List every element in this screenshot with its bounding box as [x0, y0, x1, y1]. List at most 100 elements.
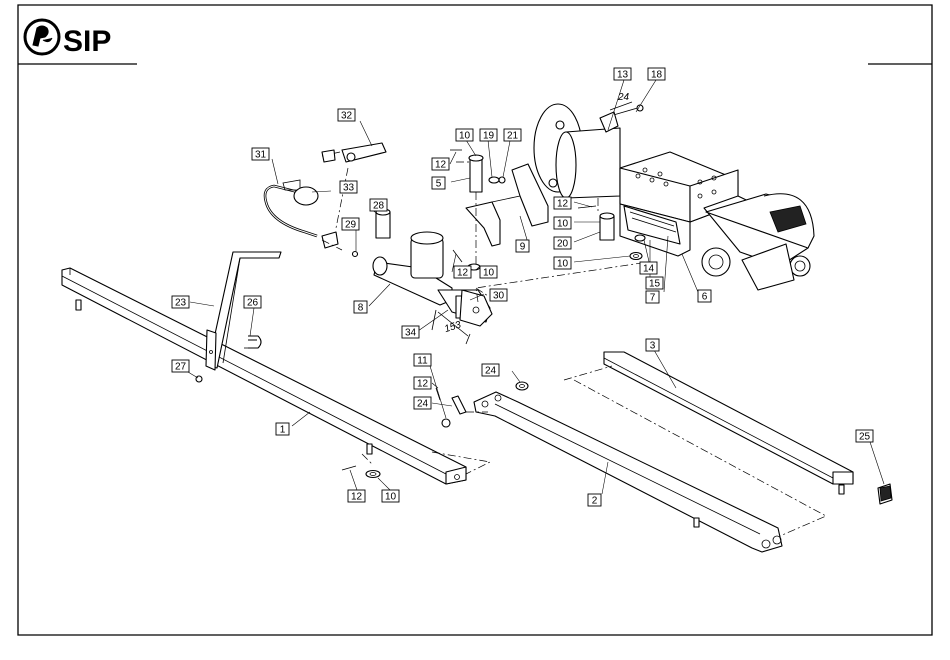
callout-number: 10 — [557, 259, 569, 270]
callout-number: 9 — [520, 242, 526, 253]
callout-27: 27 — [172, 360, 189, 373]
callout-number: 24 — [485, 366, 497, 377]
callout-number: 27 — [175, 362, 187, 373]
callout-number: 10 — [459, 131, 471, 142]
part-1-main-beam — [62, 268, 466, 484]
callout-number: 20 — [557, 239, 569, 250]
callout-29: 29 — [342, 218, 359, 231]
coupling-rear-unit — [702, 194, 814, 290]
callout-6: 6 — [698, 290, 711, 303]
callout-21: 21 — [504, 129, 521, 142]
part-18-bolt — [600, 105, 643, 132]
callout-number: 8 — [358, 303, 364, 314]
callout-number: 12 — [351, 492, 363, 503]
part-28-sleeve — [376, 209, 390, 238]
callout-24a: 24 — [414, 397, 431, 410]
callout-number: 29 — [345, 220, 357, 231]
callout-33: 33 — [340, 181, 357, 194]
brand-name: SIP — [63, 25, 111, 58]
callout-10b: 10 — [554, 217, 571, 230]
callout-24b: 24 — [482, 364, 499, 377]
callout-number: 30 — [493, 291, 505, 302]
callout-number: 12 — [557, 199, 569, 210]
callout-number: 18 — [651, 70, 663, 81]
callout-number: 11 — [417, 356, 428, 367]
callout-number: 5 — [436, 179, 442, 190]
callout-number: 32 — [341, 111, 353, 122]
callout-number: 14 — [643, 264, 655, 275]
part-32-valve — [322, 143, 386, 162]
sip-logo: SIP — [25, 20, 111, 58]
callout-number: 13 — [617, 70, 629, 81]
callout-10a: 10 — [456, 129, 473, 142]
callout-12a: 12 — [432, 158, 449, 171]
callout-12c: 12 — [554, 197, 571, 210]
callout-number: 23 — [175, 298, 187, 309]
callout-10e: 10 — [382, 490, 399, 503]
part-12-10-lower-pin — [342, 466, 380, 478]
callout-12b: 12 — [454, 266, 471, 279]
callout-number: 28 — [373, 201, 385, 212]
callout-26: 26 — [244, 296, 261, 309]
part-5-pin — [450, 150, 483, 192]
part-26-hook — [244, 336, 261, 348]
callout-7: 7 — [646, 291, 659, 304]
callout-number: 1 — [280, 425, 286, 436]
callout-14: 14 — [640, 262, 657, 275]
callout-number: 34 — [405, 328, 417, 339]
dimension-24-label: 24 — [617, 92, 630, 103]
callout-20: 20 — [554, 237, 571, 250]
callout-number: 33 — [343, 183, 355, 194]
callout-1: 1 — [276, 423, 289, 436]
callout-number: 2 — [592, 496, 598, 507]
callout-number: 12 — [417, 379, 429, 390]
part-25-end-cap — [878, 484, 892, 504]
callout-8: 8 — [354, 301, 367, 314]
callout-number: 7 — [650, 293, 656, 304]
part-33-spring — [294, 187, 318, 205]
part-19-washer — [489, 177, 499, 183]
callout-number: 10 — [483, 268, 495, 279]
part-24-washer — [516, 382, 528, 390]
callout-number: 19 — [483, 131, 495, 142]
callout-number: 31 — [255, 150, 267, 161]
callout-number: 24 — [417, 399, 429, 410]
callout-10c: 10 — [480, 266, 497, 279]
callout-12d: 12 — [414, 377, 431, 390]
callout-number: 25 — [859, 432, 871, 443]
callout-number: 21 — [507, 131, 519, 142]
callout-number: 10 — [385, 492, 397, 503]
callout-15: 15 — [646, 277, 663, 290]
part-27-nut — [196, 376, 202, 382]
callout-number: 6 — [702, 292, 708, 303]
part-29-fitting — [322, 232, 358, 257]
callout-19: 19 — [480, 129, 497, 142]
dimension-153-label: 153 — [443, 319, 463, 335]
callout-number: 12 — [457, 268, 469, 279]
part-23-bracket — [206, 252, 281, 370]
part-21-nut — [499, 177, 505, 183]
callout-34: 34 — [402, 326, 419, 339]
callout-28: 28 — [370, 199, 387, 212]
callout-number: 15 — [649, 279, 661, 290]
callout-32: 32 — [338, 109, 355, 122]
callout-13: 13 — [614, 68, 631, 81]
part-34-coupling-head — [460, 290, 492, 326]
callout-18: 18 — [648, 68, 665, 81]
callout-25: 25 — [856, 430, 873, 443]
callout-9: 9 — [516, 240, 529, 253]
callout-23: 23 — [172, 296, 189, 309]
callout-number: 10 — [557, 219, 569, 230]
dimension-24: 24 — [610, 92, 632, 110]
callout-3: 3 — [646, 339, 659, 352]
callout-number: 3 — [650, 341, 656, 352]
callout-10d: 10 — [554, 257, 571, 270]
callout-number: 26 — [247, 298, 259, 309]
part-11-bolt — [436, 388, 466, 427]
callout-11: 11 — [414, 354, 431, 367]
callout-12e: 12 — [348, 490, 365, 503]
callout-5: 5 — [432, 177, 445, 190]
callout-number: 12 — [435, 160, 447, 171]
callout-2: 2 — [588, 494, 601, 507]
